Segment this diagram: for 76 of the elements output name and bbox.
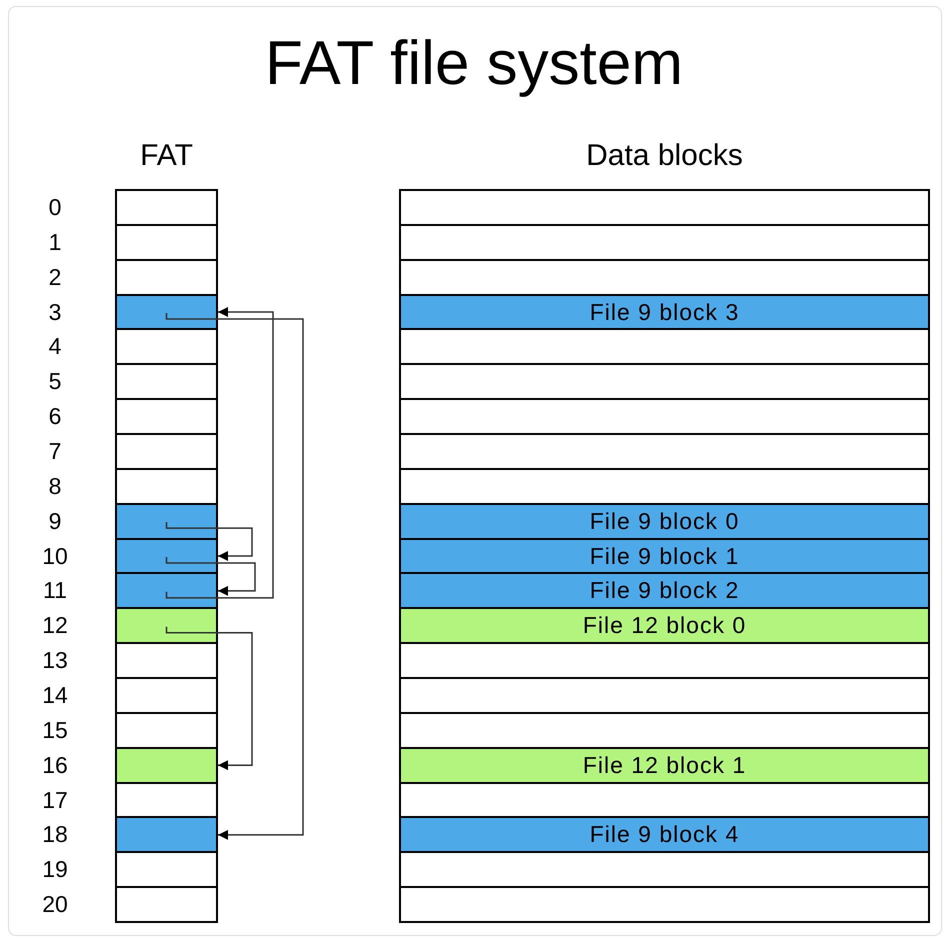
data-block <box>399 502 930 540</box>
data-block <box>399 363 930 400</box>
row-number: 8 <box>48 472 62 500</box>
table-entry <box>115 572 218 610</box>
data-block <box>399 468 930 505</box>
row-number: 13 <box>41 647 69 674</box>
arrow <box>166 522 253 562</box>
data-block <box>399 433 930 470</box>
row-number: 9 <box>48 508 62 535</box>
table-entry <box>115 328 218 366</box>
row-number: 11 <box>42 577 68 604</box>
column-heading: FAT <box>139 139 194 173</box>
data-block <box>399 851 930 888</box>
row-number: 20 <box>41 891 69 918</box>
data-block <box>399 816 930 854</box>
data-block <box>399 398 930 436</box>
block-label: File 12 block 1 <box>582 752 746 779</box>
column-heading: Data blocks <box>585 139 744 173</box>
table-entry <box>115 363 218 400</box>
row-number: 2 <box>48 264 62 291</box>
table-entry <box>115 886 218 924</box>
table-entry <box>115 189 218 226</box>
data-block <box>399 677 930 714</box>
block-label: File 9 block 4 <box>590 821 740 848</box>
block-label: File 9 block 2 <box>590 577 740 604</box>
table-entry <box>115 642 218 680</box>
block-label: File 9 block 3 <box>590 298 740 326</box>
data-block <box>399 712 930 749</box>
row-number: 15 <box>41 716 69 744</box>
row-number: 17 <box>41 786 69 814</box>
table-entry <box>115 224 218 261</box>
row-number: 6 <box>48 403 62 430</box>
table-entry <box>115 502 218 540</box>
block-label: File 9 block 1 <box>590 542 740 570</box>
table-entry <box>115 816 218 854</box>
block-label: File 12 block 0 <box>582 612 746 640</box>
table-entry <box>115 258 218 296</box>
data-block <box>399 886 930 924</box>
row-number: 4 <box>48 333 62 360</box>
table-entry <box>115 746 218 784</box>
arrow <box>166 626 253 770</box>
data-block <box>399 258 930 296</box>
row-number: 16 <box>41 752 69 779</box>
data-block <box>399 782 930 818</box>
row-number: 18 <box>41 821 69 848</box>
table-entry <box>115 851 218 888</box>
arrow <box>166 312 304 840</box>
row-number: 7 <box>48 438 62 466</box>
data-block <box>399 642 930 680</box>
table-entry <box>115 607 218 644</box>
table-entry <box>115 398 218 436</box>
table-entry <box>115 712 218 749</box>
table-entry <box>115 468 218 505</box>
table-entry <box>115 782 218 818</box>
data-block <box>399 607 930 644</box>
title: FAT file system <box>264 28 684 99</box>
data-block <box>399 572 930 610</box>
row-number: 3 <box>48 298 62 326</box>
row-number: 1 <box>48 228 62 256</box>
row-number: 0 <box>48 194 62 221</box>
arrow <box>166 307 274 599</box>
row-number: 12 <box>41 612 69 640</box>
table-entry <box>115 433 218 470</box>
table-entry <box>115 677 218 714</box>
data-block <box>399 224 930 261</box>
row-number: 10 <box>41 542 69 570</box>
row-number: 14 <box>41 682 69 710</box>
row-number: 5 <box>48 368 62 396</box>
block-label: File 9 block 0 <box>590 508 740 535</box>
data-block <box>399 189 930 226</box>
arrow <box>166 557 256 596</box>
row-number: 19 <box>41 856 69 884</box>
data-block <box>399 328 930 366</box>
data-block <box>399 538 930 574</box>
data-block <box>399 746 930 784</box>
data-block <box>399 294 930 330</box>
